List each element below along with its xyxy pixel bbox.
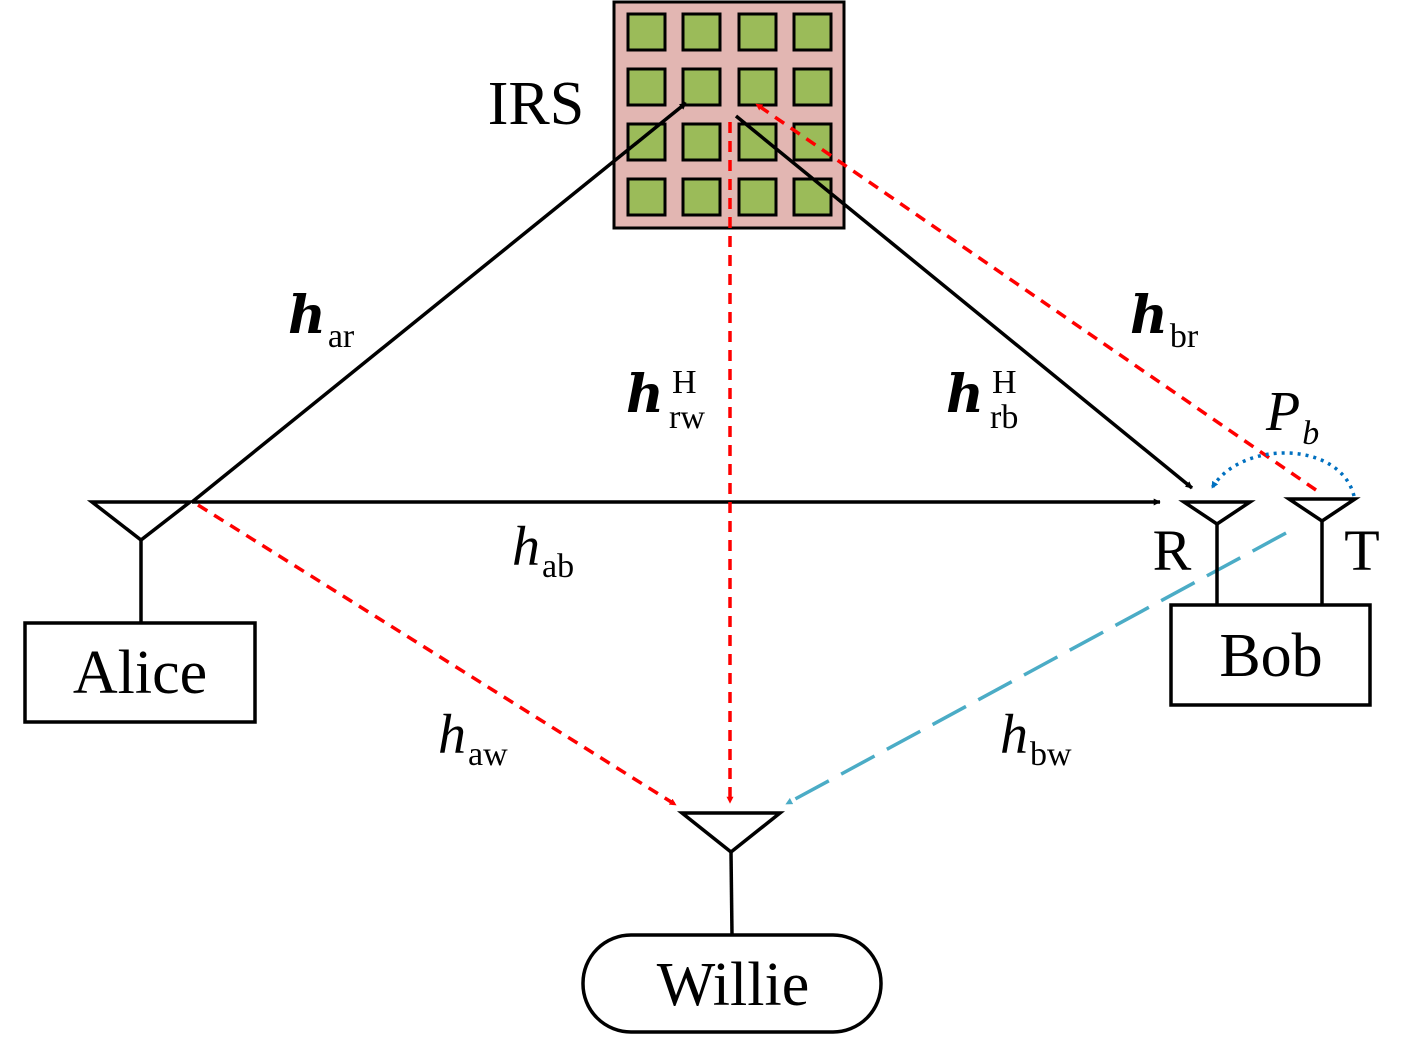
irs-element — [681, 177, 722, 217]
willie-antenna — [676, 811, 786, 936]
irs-element — [737, 12, 778, 52]
irs-element — [792, 177, 833, 217]
irs-element — [681, 122, 722, 162]
irs-label: IRS — [488, 70, 584, 138]
bob-transmit-antenna — [1283, 497, 1361, 605]
alice-antenna — [86, 500, 196, 623]
link-alice-willie — [197, 503, 677, 807]
self-interference-power-label: Pb — [1265, 381, 1319, 452]
irs-element — [737, 67, 778, 107]
bob-label: Bob — [1219, 622, 1322, 690]
transmit-antenna-label: T — [1344, 518, 1379, 583]
channel-label-h-br: hbr — [1130, 285, 1199, 355]
alice-node — [23, 621, 257, 724]
irs-element — [626, 177, 667, 217]
irs-element — [737, 122, 778, 162]
link-bob-irs — [755, 102, 1317, 492]
irs-element-grid — [626, 12, 833, 217]
bob-receive-antenna — [1178, 500, 1256, 605]
irs-element — [737, 177, 778, 217]
bob-node — [1169, 603, 1372, 707]
channel-label-h-ab: hab — [512, 516, 574, 585]
link-bob-willie — [785, 531, 1287, 806]
receive-antenna-label: R — [1153, 518, 1192, 583]
irs-panel — [612, 0, 846, 230]
irs-element — [792, 12, 833, 52]
link-irs-bob — [734, 114, 1194, 490]
irs-element — [626, 67, 667, 107]
irs-element — [626, 122, 667, 162]
alice-label: Alice — [73, 639, 207, 707]
irs-element — [626, 12, 667, 52]
channel-label-h-rw-sup: H — [672, 364, 697, 401]
irs-element — [681, 12, 722, 52]
channel-label-h-ar: har — [288, 285, 355, 355]
channel-label-h-rb: h — [946, 364, 984, 425]
willie-label: Willie — [657, 951, 809, 1019]
irs-element — [681, 67, 722, 107]
link-alice-irs — [190, 101, 688, 504]
channel-label-h-rw: h — [626, 364, 664, 425]
irs-element — [792, 67, 833, 107]
self-interference-arc — [1210, 451, 1356, 497]
willie-node — [581, 933, 883, 1034]
channel-label-h-bw: hbw — [1000, 704, 1072, 773]
channel-label-h-rw-sub: rw — [669, 399, 705, 436]
channel-label-h-aw: haw — [438, 704, 508, 773]
channel-label-h-rb-sup: H — [992, 364, 1017, 401]
channel-label-h-rb-sub: rb — [990, 399, 1018, 436]
